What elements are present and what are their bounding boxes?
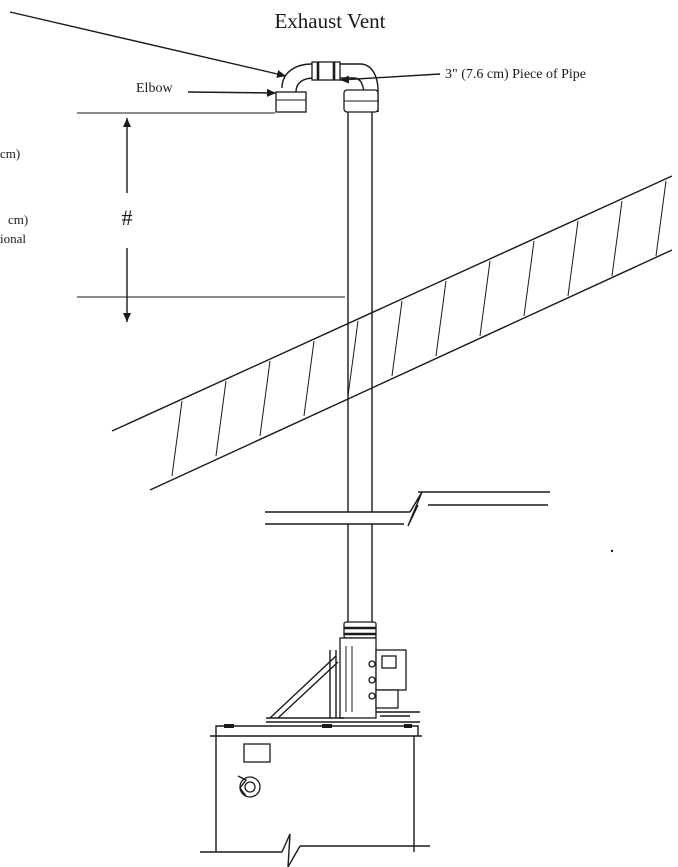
pipe-piece-label: 3" (7.6 cm) Piece of Pipe [445,67,586,82]
ceiling-break [265,491,550,527]
floor-break [200,833,430,867]
cut-text-2: cm) [8,212,28,227]
vent-elbow-assembly [275,61,379,113]
roof-top-edge [111,175,673,432]
pipe-piece-arrow [339,73,441,84]
water-heater-cabinet [210,724,422,852]
vent-pipe-upper [347,112,373,512]
access-panel [243,743,271,763]
diagram-title: Exhaust Vent [274,9,385,33]
roof-section [111,175,673,491]
elbow-outlet [275,91,307,113]
elbow-arrow [187,88,277,97]
cabinet-top [215,725,419,736]
cut-text-3: ional [0,231,26,246]
exhaust-vent-arrow [9,11,287,78]
pipe-connector [343,621,377,639]
cut-text-1: cm) [0,146,20,161]
roof-bottom-edge [149,249,673,491]
blower-assembly [266,637,420,723]
roof-hatching [171,180,667,477]
elbow-outer [281,63,379,112]
dimension-marker: # [122,205,133,230]
height-dimension: # [77,112,345,322]
vent-pipe-lower [343,524,377,639]
support-bracket [269,655,337,719]
pipe-coupling [311,61,341,81]
elbow-label: Elbow [136,81,173,96]
